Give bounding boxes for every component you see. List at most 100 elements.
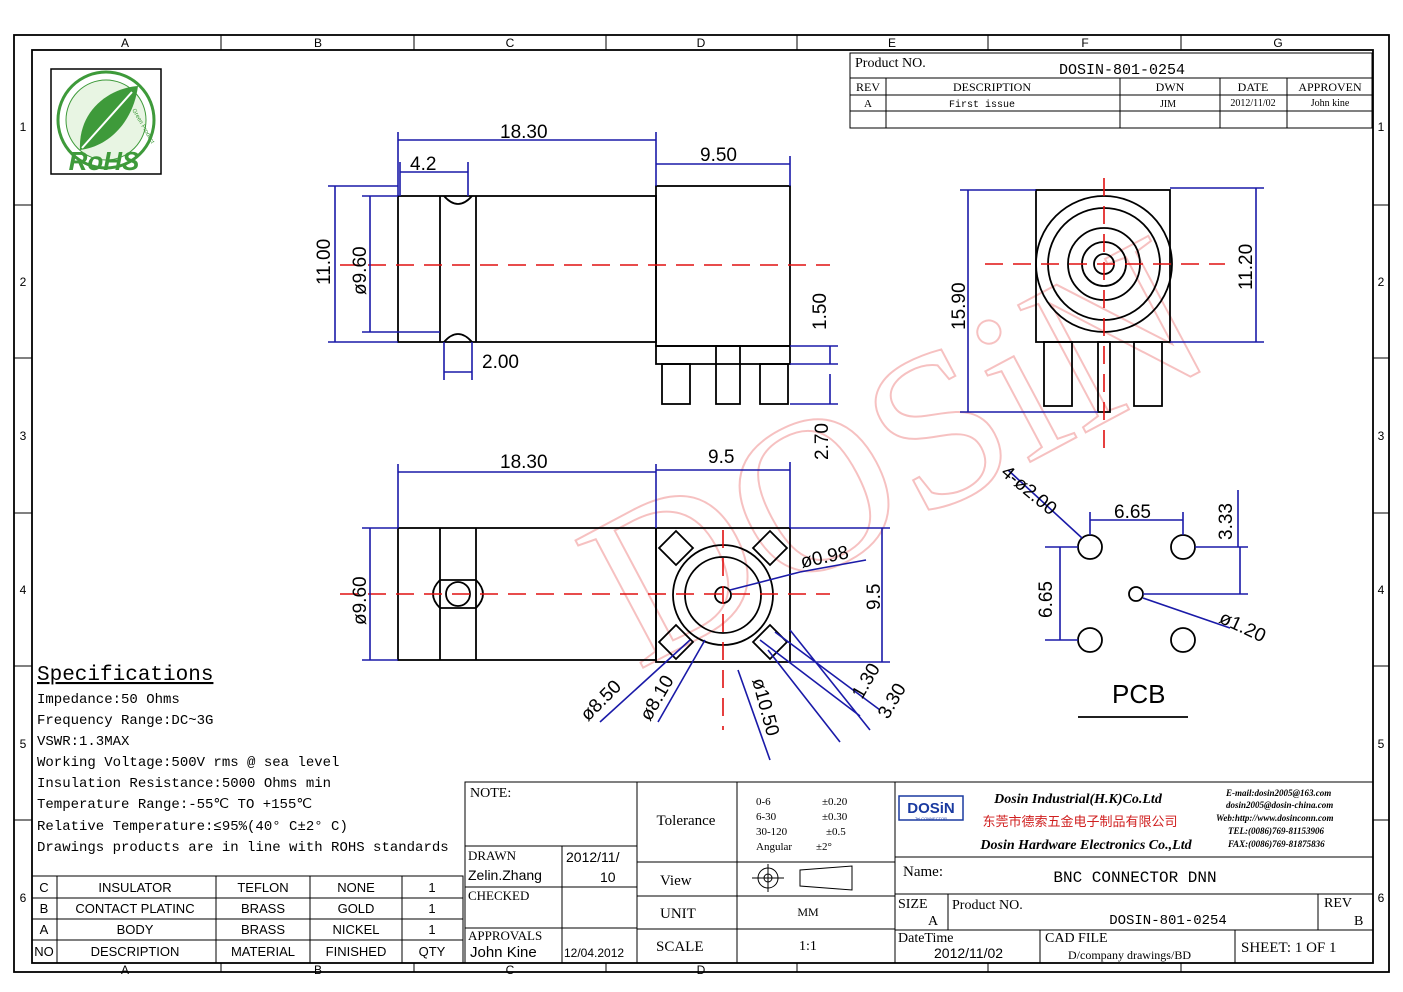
dim-top-square: 9.5	[864, 584, 885, 610]
zone-row-4-right: 4	[1378, 583, 1385, 597]
dim-side-pin: 2.70	[812, 423, 833, 460]
drawn-name: Zelin.Zhang	[468, 867, 542, 883]
rev-value: B	[1354, 914, 1363, 929]
pcb-label: PCB	[1112, 679, 1165, 709]
bom-r0-desc: INSULATOR	[98, 880, 171, 895]
watermark: DOSiN	[546, 188, 1243, 713]
bom-hdr-desc: DESCRIPTION	[91, 944, 180, 959]
notes-block: NOTE: DRAWN Zelin.Zhang 2012/11/ 10 CHEC…	[464, 781, 896, 964]
company-name-hk: Dosin Industrial(H.K)Co.Ltd	[993, 792, 1163, 807]
dim-side-length: 18.30	[500, 122, 548, 143]
size-value: A	[928, 914, 939, 929]
spec-insulation: Insulation Resistance:5000 Ohms min	[37, 776, 331, 792]
bom-r1-material: BRASS	[241, 901, 285, 916]
scale-label: SCALE	[656, 939, 704, 955]
bom-r0-qty: 1	[428, 880, 435, 895]
unit-value: MM	[797, 905, 819, 919]
bom-r0-material: TEFLON	[237, 880, 288, 895]
product-label: Product NO.	[952, 898, 1023, 913]
dim-pcb-y: 3.33	[1216, 503, 1237, 540]
spec-relative: Relative Temperature:≤95%(40° C±2° C)	[37, 819, 348, 835]
title-top-product-label: Product NO.	[855, 56, 926, 71]
front-view-dim-labels: 15.90 11.20	[949, 244, 1257, 330]
tol-value-4: ±2°	[816, 841, 832, 853]
cad-value: D/company drawings/BD	[1068, 948, 1191, 962]
zone-row-6: 6	[20, 891, 27, 905]
bom-hdr-no: NO	[34, 944, 54, 959]
top-view	[340, 527, 830, 730]
spec-rohs: Drawings products are in line with ROHS …	[37, 840, 449, 856]
zone-row-3: 3	[20, 429, 27, 443]
bom-r0-finished: NONE	[337, 880, 375, 895]
dosin-logo-subtext: Tel CONNECTOR	[915, 816, 947, 821]
contact-web: Web:http://www.dosinconn.com	[1216, 813, 1334, 823]
spec-vswr: VSWR:1.3MAX	[37, 734, 130, 750]
approver-name: John Kine	[470, 944, 537, 961]
dim-side-front: 4.2	[410, 154, 436, 175]
zone-col-a: A	[121, 36, 129, 50]
approvals-label: APPROVALS	[468, 928, 542, 943]
dim-front-width: 11.20	[1236, 244, 1257, 290]
zone-col-b-bottom: B	[314, 963, 322, 977]
title-top-hdr-desc: DESCRIPTION	[953, 80, 1031, 94]
bom-r2-no: A	[40, 922, 49, 937]
tol-value-3: ±0.5	[826, 826, 846, 838]
size-label: SIZE	[898, 897, 928, 912]
bom-r0-no: C	[39, 880, 48, 895]
approval-date: 12/04.2012	[564, 946, 624, 960]
bom-r1-desc: CONTACT PLATINC	[75, 901, 194, 916]
bom-r2-finished: NICKEL	[333, 922, 380, 937]
title-top-desc: First issue	[949, 99, 1015, 111]
zone-row-3-right: 3	[1378, 429, 1385, 443]
zone-labels: A B C D E F G A B C D 1 2 3 4 5 6 1 2 3 …	[20, 36, 1385, 977]
dim-top-length: 18.30	[500, 452, 548, 473]
dim-top-d3: ø10.50	[747, 676, 783, 739]
dim-pcb-v: 6.65	[1036, 581, 1057, 618]
bom-hdr-qty: QTY	[419, 944, 446, 959]
tol-range-2: 6-30	[756, 811, 777, 823]
spec-impedance: Impedance:50 Ohms	[37, 692, 180, 708]
specs-title: Specifications	[37, 664, 213, 687]
bom-r2-material: BRASS	[241, 922, 285, 937]
title-top-hdr-rev: REV	[856, 80, 880, 94]
dim-side-base: 1.50	[810, 293, 831, 330]
spec-frequency: Frequency Range:DC~3G	[37, 713, 213, 729]
title-top-hdr-approven: APPROVEN	[1298, 80, 1362, 94]
zone-ticks	[14, 35, 1389, 972]
contact-email-1: E-mail:dosin2005@163.com	[1225, 788, 1331, 798]
dim-side-groove: 2.00	[482, 352, 519, 373]
title-top-hdr-date: DATE	[1238, 80, 1269, 94]
contact-fax: FAX:(0086)769-81875836	[1227, 839, 1325, 849]
zone-col-b: B	[314, 36, 322, 50]
tol-range-4: Angular	[756, 841, 792, 853]
zone-col-c: C	[506, 36, 515, 50]
title-top-hdr-dwn: DWN	[1156, 80, 1185, 94]
rev-label: REV	[1324, 896, 1352, 911]
zone-row-6-right: 6	[1378, 891, 1385, 905]
checked-label: CHECKED	[468, 888, 529, 903]
company-name-cn: 东莞市德索五金电子制品有限公司	[982, 814, 1177, 829]
bom-table: C INSULATOR TEFLON NONE 1 B CONTACT PLAT…	[31, 875, 464, 964]
dim-top-d1: ø8.50	[577, 676, 626, 725]
bom-hdr-material: MATERIAL	[231, 944, 295, 959]
bom-r2-qty: 1	[428, 922, 435, 937]
datetime-value: 2012/11/02	[934, 945, 1003, 961]
scale-value: 1:1	[799, 939, 817, 954]
dim-side-body: 9.50	[700, 145, 737, 166]
title-top-product-no: DOSIN-801-0254	[1059, 62, 1185, 79]
zone-row-2: 2	[20, 275, 27, 289]
name-value: BNC CONNECTOR DNN	[1053, 869, 1216, 887]
unit-label: UNIT	[660, 906, 696, 922]
front-view-dims	[960, 187, 1264, 413]
zone-row-2-right: 2	[1378, 275, 1385, 289]
side-view	[340, 185, 830, 405]
zone-col-g: G	[1273, 36, 1282, 50]
company-block: DOSiN Tel CONNECTOR Dosin Industrial(H.K…	[894, 781, 1374, 964]
dosin-logo-text: DOSiN	[907, 800, 955, 817]
datetime-label: DateTime	[898, 931, 953, 946]
drawn-label: DRAWN	[468, 848, 517, 863]
drawn-date-2: 10	[600, 869, 616, 885]
tol-value-2: ±0.30	[822, 811, 848, 823]
zone-col-e: E	[888, 36, 896, 50]
contact-email-2: dosin2005@dosin-china.com	[1226, 800, 1333, 810]
